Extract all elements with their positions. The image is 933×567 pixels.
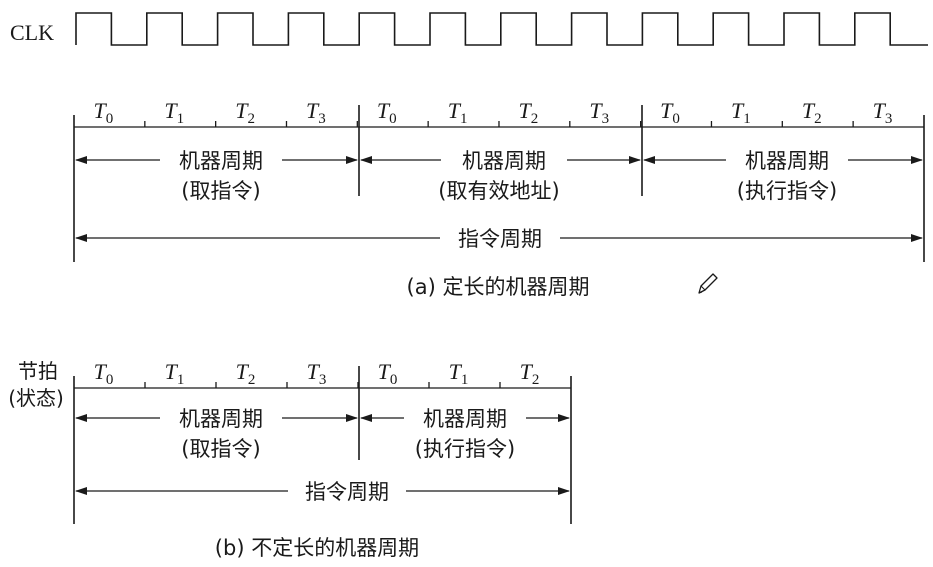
mc-a1-title: 机器周期: [179, 149, 263, 173]
pencil-icon[interactable]: [698, 273, 718, 294]
a-beat-label: T2: [802, 98, 822, 127]
mc-a3-desc: (执行指令): [737, 179, 837, 203]
ic-a-label: 指令周期: [458, 227, 542, 251]
b-beat-label: T3: [307, 359, 327, 388]
mc-a2-desc: (取有效地址): [438, 179, 559, 203]
a-beat-label: T1: [448, 98, 468, 127]
b-beat-label: T1: [449, 359, 469, 388]
a-beat-label: T2: [519, 98, 539, 127]
mc-a1-desc: (取指令): [181, 179, 260, 203]
mc-b2-title: 机器周期: [423, 407, 507, 431]
beat-ticks-b: [144, 382, 501, 388]
a-beat-label: T0: [660, 98, 680, 127]
clock-waveform: [75, 12, 928, 46]
row-label-line2: (状态): [8, 386, 64, 410]
a-beat-label: T2: [235, 98, 255, 127]
mc-b2-desc: (执行指令): [415, 437, 515, 461]
a-beat-label: T1: [731, 98, 751, 127]
caption-a: (a) 定长的机器周期: [407, 275, 590, 299]
a-beat-label: T3: [306, 98, 326, 127]
mc-b1-title: 机器周期: [179, 407, 263, 431]
a-beat-label: T3: [873, 98, 893, 127]
part-b: 节拍 (状态) T0 T1 T2 T3 T0 T1 T2 机器周期 (取指令) 机器周期 (…: [8, 359, 572, 560]
a-beat-label: T3: [589, 98, 609, 127]
mc-b1-desc: (取指令): [181, 437, 260, 461]
mc-a3-title: 机器周期: [745, 149, 829, 173]
b-beat-label: T0: [94, 359, 114, 388]
ic-b-label: 指令周期: [305, 480, 389, 504]
b-beat-label: T1: [165, 359, 185, 388]
beat-ticks-a: [144, 121, 854, 127]
beat-labels-b: T0 T1 T2 T3 T0 T1 T2: [94, 359, 540, 388]
b-beat-label: T2: [236, 359, 256, 388]
a-beat-label: T0: [94, 98, 114, 127]
b-beat-label: T2: [520, 359, 540, 388]
b-beat-label: T0: [378, 359, 398, 388]
clk-label: CLK: [10, 20, 54, 45]
a-beat-label: T0: [377, 98, 397, 127]
caption-b: (b) 不定长的机器周期: [215, 536, 419, 560]
part-a: T0 T1 T2 T3 T0 T1 T2 T3 T0 T1 T2 T3 机器周期 (取指令) 机器周期…: [73, 98, 925, 299]
row-label-line1: 节拍: [18, 359, 58, 383]
beat-labels-a: T0 T1 T2 T3 T0 T1 T2 T3 T0 T1 T2 T3: [94, 98, 893, 127]
mc-a2-title: 机器周期: [462, 149, 546, 173]
a-beat-label: T1: [164, 98, 184, 127]
